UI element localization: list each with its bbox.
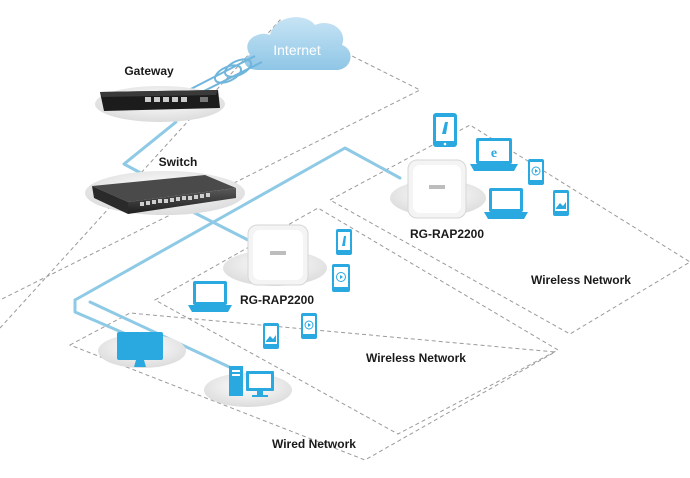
laptop-icon (484, 188, 528, 219)
wireless-zone-right (328, 124, 690, 335)
phone-video-icon (301, 313, 317, 339)
internet-cloud: Internet (244, 17, 351, 70)
cloud-label: Internet (273, 42, 321, 58)
switch-device (85, 171, 245, 215)
phone-music-icon (336, 229, 352, 255)
desktop-pc-icon (204, 366, 292, 407)
laptop-icon (188, 281, 232, 312)
gateway-label: Gateway (124, 64, 174, 78)
cable-backbone-to-ap-right (73, 146, 402, 302)
wireless-clients-right: e (433, 113, 569, 219)
phone-video-icon (528, 159, 544, 185)
wireless-network-right-label: Wireless Network (531, 273, 631, 287)
gateway-device (95, 86, 225, 122)
svg-text:e: e (491, 146, 497, 161)
cable-backbone-to-monitor (73, 298, 142, 342)
monitor-icon (98, 332, 186, 368)
ap-right-label: RG-RAP2200 (410, 227, 484, 241)
access-point-right (390, 159, 486, 219)
access-point-center (223, 224, 327, 286)
phone-image-icon (263, 323, 279, 349)
ap-center-label: RG-RAP2200 (240, 293, 314, 307)
switch-label: Switch (159, 155, 198, 169)
laptop-browser-icon: e (470, 138, 518, 171)
wired-clients (98, 332, 292, 407)
tablet-icon (433, 113, 457, 147)
wireless-clients-center (188, 229, 352, 349)
phone-image-icon (553, 190, 569, 216)
wired-zone (68, 312, 557, 461)
phone-video-icon (332, 264, 350, 292)
wired-network-label: Wired Network (272, 437, 356, 451)
wireless-network-center-label: Wireless Network (366, 351, 466, 365)
